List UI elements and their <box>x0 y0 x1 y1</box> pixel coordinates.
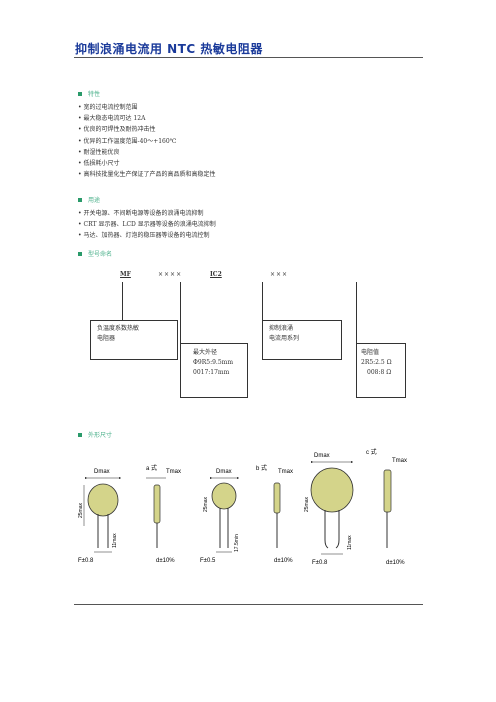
h25-label: 25max <box>78 502 84 518</box>
l11-label: 11max <box>112 533 118 548</box>
list-item: 最大稳态电流可达 12A <box>78 113 216 124</box>
section-square-icon <box>78 251 82 256</box>
f08-label: F±0.8 <box>78 558 94 564</box>
features-list: 宽的过电流控制范围 最大稳态电流可达 12A 优良的可焊性及耐热冲击性 优异的工… <box>78 102 216 180</box>
section-usage-label: 用途 <box>88 197 101 204</box>
dimension-drawings: Dmax 25max 11max F±0.8 a 式 Tmax d±10% Dm… <box>78 448 407 566</box>
section-naming-heading: 型号命名 <box>78 249 112 258</box>
box-text: 0017:17mm <box>193 369 230 376</box>
code-resistance: ××× <box>270 271 289 278</box>
section-naming-label: 型号命名 <box>88 251 113 258</box>
b-style-side-view <box>273 482 281 548</box>
naming-box-resistance: 电阻值 2R5:2.5 Ω 008:8 Ω <box>356 343 406 398</box>
page-title: 抑制浪涌电流用 NTC 热敏电阻器 <box>75 42 263 56</box>
naming-box-diameter: 最大外径 Φ9R5:9.5mm 0017:17mm <box>180 343 248 398</box>
l17-label: 17.5min <box>234 534 240 552</box>
code-series: IC2 <box>210 271 222 278</box>
section-usage-heading: 用途 <box>78 195 100 204</box>
list-item: CRT 显示器、LCD 显示器等设备的浪涌电流抑制 <box>78 219 216 230</box>
f05-label: F±0.5 <box>200 558 216 564</box>
section-square-icon <box>78 197 82 202</box>
connector-line <box>262 282 263 320</box>
d10-b-label: d±10% <box>274 558 293 564</box>
list-item: 优良的可焊性及耐热冲击性 <box>78 124 216 135</box>
box-text: 008:8 Ω <box>367 369 392 376</box>
list-item: 低损耗小尺寸 <box>78 158 216 169</box>
a-style-side-view <box>146 477 166 548</box>
dmax-label: Dmax <box>94 469 110 475</box>
title-divider <box>74 57 423 58</box>
box-text: 负温度系数热敏 <box>97 325 140 332</box>
bottom-divider <box>74 604 423 605</box>
box-text: 电阻值 <box>361 349 380 356</box>
dmax-b-label: Dmax <box>216 469 232 475</box>
box-text: 抑制浪涌 <box>269 325 294 332</box>
box-text: 电流用系列 <box>269 335 300 342</box>
d10-c-label: d±10% <box>386 560 405 566</box>
connector-line <box>356 282 357 343</box>
h25-b-label: 25max <box>203 496 209 512</box>
l11-c-label: 11max <box>347 535 353 550</box>
section-dimensions-heading: 外形尺寸 <box>78 430 112 439</box>
usage-list: 开关电源、不间断电源等设备的浪涌电流抑制 CRT 显示器、LCD 显示器等设备的… <box>78 208 216 242</box>
list-item: 高科技批量化生产保证了产品的高品质和高稳定性 <box>78 169 216 180</box>
c-style-label: c 式 <box>366 448 377 456</box>
f08-c-label: F±0.8 <box>312 560 328 566</box>
c-style-front-view <box>310 460 354 555</box>
tmax-b-label: Tmax <box>278 469 293 475</box>
box-text: 电阻器 <box>97 335 116 342</box>
tmax-label: Tmax <box>166 469 181 475</box>
list-item: 优异的工作温度范围-40～+160℃ <box>78 136 216 147</box>
dmax-c-label: Dmax <box>314 453 330 459</box>
a-style-label: a 式 <box>146 464 157 472</box>
connector-line <box>122 282 123 320</box>
h25-c-label: 25max <box>304 496 310 512</box>
list-item: 马达、加热器、灯泡的稳压器等设备的电流控制 <box>78 230 216 241</box>
section-square-icon <box>78 432 82 437</box>
a-style-front-view <box>83 476 122 553</box>
box-text: 2R5:2.5 Ω <box>361 359 392 366</box>
section-features-heading: 特性 <box>78 89 100 98</box>
naming-box-type: 负温度系数热敏 电阻器 <box>90 320 178 360</box>
code-mf: MF <box>120 271 131 278</box>
section-square-icon <box>78 91 82 96</box>
b-style-front-view <box>209 476 240 553</box>
b-style-label: b 式 <box>256 464 267 472</box>
list-item: 开关电源、不间断电源等设备的浪涌电流抑制 <box>78 208 216 219</box>
d10-label: d±10% <box>156 558 175 564</box>
list-item: 耐湿性能优良 <box>78 147 216 158</box>
tmax-c-label: Tmax <box>392 458 407 464</box>
box-text: Φ9R5:9.5mm <box>193 359 234 366</box>
c-style-side-view <box>383 469 392 548</box>
section-dimensions-label: 外形尺寸 <box>88 432 113 439</box>
naming-box-series: 抑制浪涌 电流用系列 <box>262 320 342 360</box>
section-features-label: 特性 <box>88 91 101 98</box>
connector-line <box>180 282 181 343</box>
box-text: 最大外径 <box>193 349 218 356</box>
list-item: 宽的过电流控制范围 <box>78 102 216 113</box>
code-size: ×××× <box>158 271 183 278</box>
